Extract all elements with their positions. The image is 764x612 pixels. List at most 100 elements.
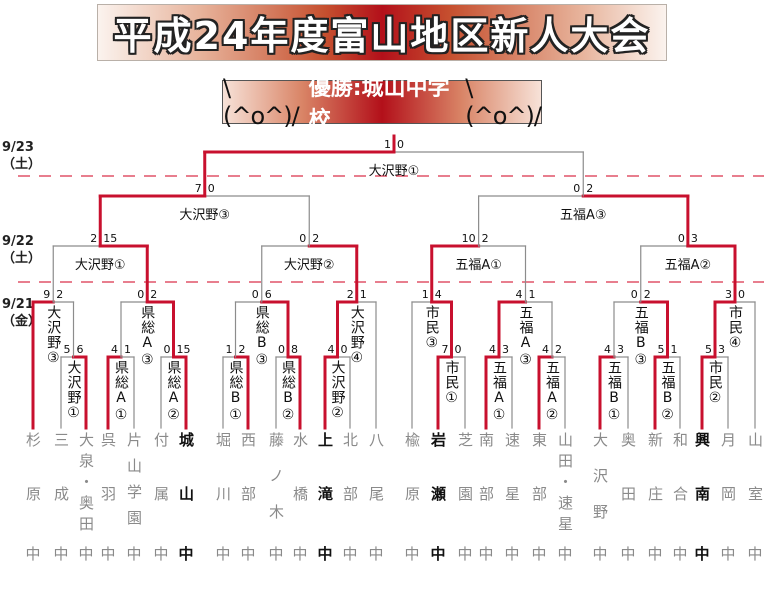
score-left: 4 bbox=[604, 343, 611, 356]
score-right: 2 bbox=[150, 288, 157, 301]
team-name: 呉羽 bbox=[99, 432, 117, 540]
score-right: 0 bbox=[341, 343, 348, 356]
team-suffix: 中 bbox=[457, 545, 473, 563]
score-right: 0 bbox=[208, 182, 215, 195]
venue-label: 市民② bbox=[707, 360, 723, 407]
team-name: 城山 bbox=[177, 432, 195, 540]
score-right: 0 bbox=[455, 343, 462, 356]
score-left: 1 bbox=[384, 138, 391, 151]
date-label-final: 9/23 （土） bbox=[2, 139, 41, 173]
team-name: 片山学園 bbox=[125, 432, 143, 536]
date: 9/22 bbox=[2, 234, 34, 249]
score-right: 8 bbox=[291, 343, 298, 356]
team-suffix: 中 bbox=[126, 545, 142, 563]
team-suffix: 中 bbox=[592, 545, 608, 563]
team-suffix: 中 bbox=[647, 545, 663, 563]
score-right: 3 bbox=[691, 232, 698, 245]
tournament-title: 平成24年度富山地区新人大会 bbox=[113, 14, 651, 58]
team-suffix: 中 bbox=[25, 545, 41, 563]
score-left: 2 bbox=[90, 232, 97, 245]
team-name: 楡原 bbox=[403, 432, 421, 540]
score-left: 1 bbox=[226, 343, 233, 356]
score-left: 4 bbox=[328, 343, 335, 356]
score-left: 2 bbox=[347, 288, 354, 301]
team-name: 南部 bbox=[477, 432, 495, 540]
score-left: 4 bbox=[542, 343, 549, 356]
score-left: 1 bbox=[422, 288, 429, 301]
venue-label: 五福A③ bbox=[517, 305, 534, 369]
venue-label: 県総A① bbox=[113, 360, 129, 424]
team-name: 新庄 bbox=[646, 432, 664, 540]
venue-label: 市民③ bbox=[423, 305, 440, 352]
date: 9/21 bbox=[2, 297, 34, 312]
score-left: 3 bbox=[725, 288, 732, 301]
venue-label: 県総A② bbox=[165, 360, 182, 424]
score-right: 2 bbox=[555, 343, 562, 356]
score-left: 0 bbox=[278, 343, 285, 356]
venue-label: 五福A① bbox=[491, 360, 507, 424]
score-left: 0 bbox=[631, 288, 638, 301]
date-label-round1: 9/21 （金） bbox=[2, 296, 41, 330]
team-suffix: 中 bbox=[531, 545, 547, 563]
team-name: 山室 bbox=[746, 432, 764, 540]
score-right: 1 bbox=[360, 288, 367, 301]
team-name: 山田・速星 bbox=[556, 432, 574, 537]
team-suffix: 中 bbox=[100, 545, 116, 563]
score-right: 0 bbox=[397, 138, 404, 151]
team-suffix: 中 bbox=[53, 545, 69, 563]
team-suffix: 中 bbox=[430, 545, 446, 563]
venue-label: 県総B② bbox=[280, 360, 296, 424]
team-name: 三成 bbox=[52, 432, 70, 540]
team-name: 大泉・奥田 bbox=[77, 432, 95, 537]
venue-label: 五福B③ bbox=[632, 305, 649, 369]
team-name: 藤ノ木 bbox=[267, 432, 285, 540]
venue-label: 県総B③ bbox=[253, 305, 270, 369]
venue-label: 県総A③ bbox=[139, 305, 156, 369]
score-left: 0 bbox=[164, 343, 171, 356]
score-right: 3 bbox=[718, 343, 725, 356]
score-left: 7 bbox=[442, 343, 449, 356]
score-left: 0 bbox=[678, 232, 685, 245]
score-right: 15 bbox=[177, 343, 191, 356]
score-left: 4 bbox=[111, 343, 118, 356]
venue-label: 五福A② bbox=[544, 360, 560, 424]
venue-label: 大沢野② bbox=[283, 258, 335, 273]
team-name: 大沢野 bbox=[591, 432, 609, 540]
team-name: 付属 bbox=[152, 432, 170, 540]
score-right: 6 bbox=[265, 288, 272, 301]
team-suffix: 中 bbox=[292, 545, 308, 563]
team-name: 岩瀬 bbox=[429, 432, 447, 540]
venue-label: 五福B② bbox=[659, 360, 676, 424]
tournament-title-banner: 平成24年度富山地区新人大会 bbox=[97, 4, 667, 61]
team-name: 上滝 bbox=[316, 432, 334, 540]
venue-label: 大沢野③ bbox=[179, 208, 231, 223]
kaomoji-left: \(^o^)/ bbox=[223, 74, 300, 130]
team-name: 速星 bbox=[503, 432, 521, 540]
score-right: 2 bbox=[312, 232, 319, 245]
team-suffix: 中 bbox=[240, 545, 256, 563]
team-name: 八尾 bbox=[367, 432, 385, 540]
weekday: （金） bbox=[2, 314, 42, 329]
team-name: 水橋 bbox=[291, 432, 309, 540]
venue-label: 大沢野③ bbox=[45, 305, 62, 367]
team-suffix: 中 bbox=[620, 545, 636, 563]
team-name: 東部 bbox=[530, 432, 548, 540]
score-left: 0 bbox=[252, 288, 259, 301]
team-suffix: 中 bbox=[747, 545, 763, 563]
score-left: 0 bbox=[137, 288, 144, 301]
venue-label: 市民① bbox=[443, 360, 460, 407]
weekday: （土） bbox=[2, 251, 42, 266]
team-suffix: 中 bbox=[478, 545, 494, 563]
score-left: 5 bbox=[64, 343, 71, 356]
team-name: 興南 bbox=[693, 432, 711, 540]
score-right: 1 bbox=[124, 343, 131, 356]
score-right: 3 bbox=[617, 343, 624, 356]
team-suffix: 中 bbox=[504, 545, 520, 563]
team-name: 芝園 bbox=[456, 432, 474, 540]
venue-label: 五福A③ bbox=[559, 208, 607, 223]
team-name: 杉原 bbox=[24, 432, 42, 540]
score-right: 2 bbox=[239, 343, 246, 356]
score-right: 4 bbox=[435, 288, 442, 301]
champion-banner: \(^o^)/ 優勝:城山中学校 \(^o^)/ bbox=[222, 74, 542, 133]
venue-label: 大沢野④ bbox=[348, 305, 365, 367]
